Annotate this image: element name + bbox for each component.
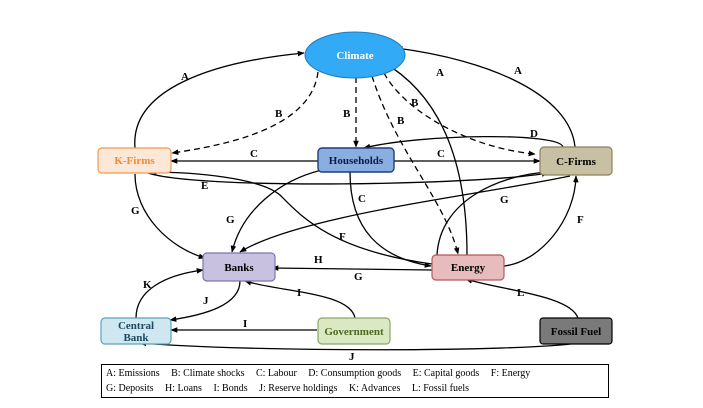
edge-a-kfirms-climate (134, 50, 305, 149)
node-central-bank-label-line1: Central (118, 320, 154, 332)
edge-labels: A A A B B B B C C C D E F F G G G G H I … (131, 65, 584, 363)
legend-item-a: A: Emissions (106, 368, 160, 379)
node-government[interactable]: Government (317, 317, 391, 345)
edge-h-energy-banks (271, 265, 433, 271)
edge-f-energy-cfirms (503, 175, 579, 267)
legend-row-2: G: Deposits H: Loans I: Bonds J: Reserve… (106, 383, 604, 394)
edge-label-g: G (226, 214, 235, 226)
node-energy-label: Energy (451, 262, 486, 274)
node-cfirms[interactable]: C-Firms (539, 146, 613, 176)
edge-label-j: J (203, 295, 209, 307)
node-banks[interactable]: Banks (202, 252, 276, 282)
edge-l-fossil-energy (465, 278, 579, 319)
edge-label-k: K (143, 279, 152, 291)
legend-item-g: G: Deposits (106, 383, 154, 394)
edge-label-f: F (577, 214, 584, 226)
node-households-shape (317, 147, 395, 173)
edge-e-kfirms-cfirms (147, 171, 549, 185)
legend-item-b: B: Climate shocks (171, 368, 245, 379)
edge-label-c: C (358, 193, 366, 205)
node-central-bank-label-line2: Bank (123, 332, 149, 344)
node-kfirms[interactable]: K-Firms (97, 147, 172, 174)
edge-label-b: B (275, 108, 283, 120)
nodes: Climate K-Firms Households C-Firms Banks… (97, 31, 613, 345)
legend-item-e: E: Capital goods (412, 368, 480, 379)
edge-label-e: E (201, 180, 208, 192)
legend-box: A: Emissions B: Climate shocks C: Labour… (101, 364, 609, 398)
node-households-label: Households (329, 155, 384, 167)
node-cfirms-shape (539, 146, 613, 176)
legend-item-l: L: Fossil fuels (411, 383, 470, 394)
legend-item-h: H: Loans (165, 383, 202, 394)
edge-label-a: A (514, 65, 522, 77)
legend-item-i: I: Bonds (213, 383, 248, 394)
edge-a-energy-climate (382, 61, 468, 256)
edge-j-banks-centralbank (169, 280, 241, 322)
edge-a-cfirms-climate (395, 46, 576, 148)
node-kfirms-shape (97, 147, 172, 174)
legend-item-d: D: Consumption goods (308, 368, 402, 379)
edge-label-a: A (181, 71, 189, 83)
legend-item-c: C: Labour (255, 368, 297, 379)
node-government-label: Government (324, 326, 384, 338)
node-central-bank[interactable]: Central Bank (100, 317, 172, 345)
node-households[interactable]: Households (317, 147, 395, 173)
edge-label-l: L (517, 287, 524, 299)
node-fossil-fuel-label: Fossil Fuel (551, 326, 601, 338)
edge-label-i: I (243, 318, 247, 330)
node-cfirms-label: C-Firms (556, 156, 596, 168)
edge-label-g: G (500, 194, 509, 206)
node-banks-shape (202, 252, 276, 282)
edge-label-g: G (131, 205, 140, 217)
edge-g-households-banks (230, 169, 323, 253)
edges (134, 46, 579, 351)
edge-k-centralbank-banks (135, 268, 204, 319)
node-central-bank-shape (100, 317, 172, 345)
edge-b-climate-kfirms (171, 71, 319, 155)
edge-i-government-banks (244, 280, 356, 319)
legend-row-1: A: Emissions B: Climate shocks C: Labour… (106, 368, 604, 379)
edge-label-c: C (437, 148, 445, 160)
edge-f-energy-kfirms (149, 169, 433, 265)
edge-label-b: B (343, 108, 351, 120)
node-banks-label: Banks (224, 262, 254, 274)
edge-label-a: A (436, 67, 444, 79)
edge-label-d: D (530, 128, 538, 140)
node-kfirms-label: K-Firms (114, 155, 155, 167)
edge-label-j: J (349, 351, 355, 363)
edge-c-households-energy (349, 171, 432, 268)
node-climate[interactable]: Climate (304, 31, 406, 79)
legend-item-k: K: Advances (348, 383, 401, 394)
node-government-shape (317, 317, 391, 345)
edge-label-b: B (397, 115, 405, 127)
edge-g-cfirms-banks (239, 175, 571, 253)
edge-label-b: B (411, 97, 419, 109)
edge-label-h: H (314, 254, 323, 266)
edge-j-fossil-centralbank (139, 340, 579, 351)
legend-item-j: J: Reserve holdings (259, 383, 338, 394)
legend-item-f: F: Energy (490, 368, 531, 379)
node-climate-shape (304, 31, 406, 79)
edge-g-kfirms-banks (134, 173, 206, 259)
edge-g-energy-cfirms (436, 169, 549, 256)
node-energy-shape (431, 254, 505, 281)
node-climate-label: Climate (336, 50, 373, 62)
edge-label-g: G (354, 271, 363, 283)
edge-label-f: F (339, 231, 346, 243)
edge-label-c: C (250, 148, 258, 160)
node-fossil-fuel-shape (539, 317, 613, 345)
edge-label-i: I (297, 287, 301, 299)
edge-d-cfirms-households (363, 135, 564, 150)
edge-b-climate-cfirms (383, 72, 536, 157)
node-energy[interactable]: Energy (431, 254, 505, 281)
node-fossil-fuel[interactable]: Fossil Fuel (539, 317, 613, 345)
